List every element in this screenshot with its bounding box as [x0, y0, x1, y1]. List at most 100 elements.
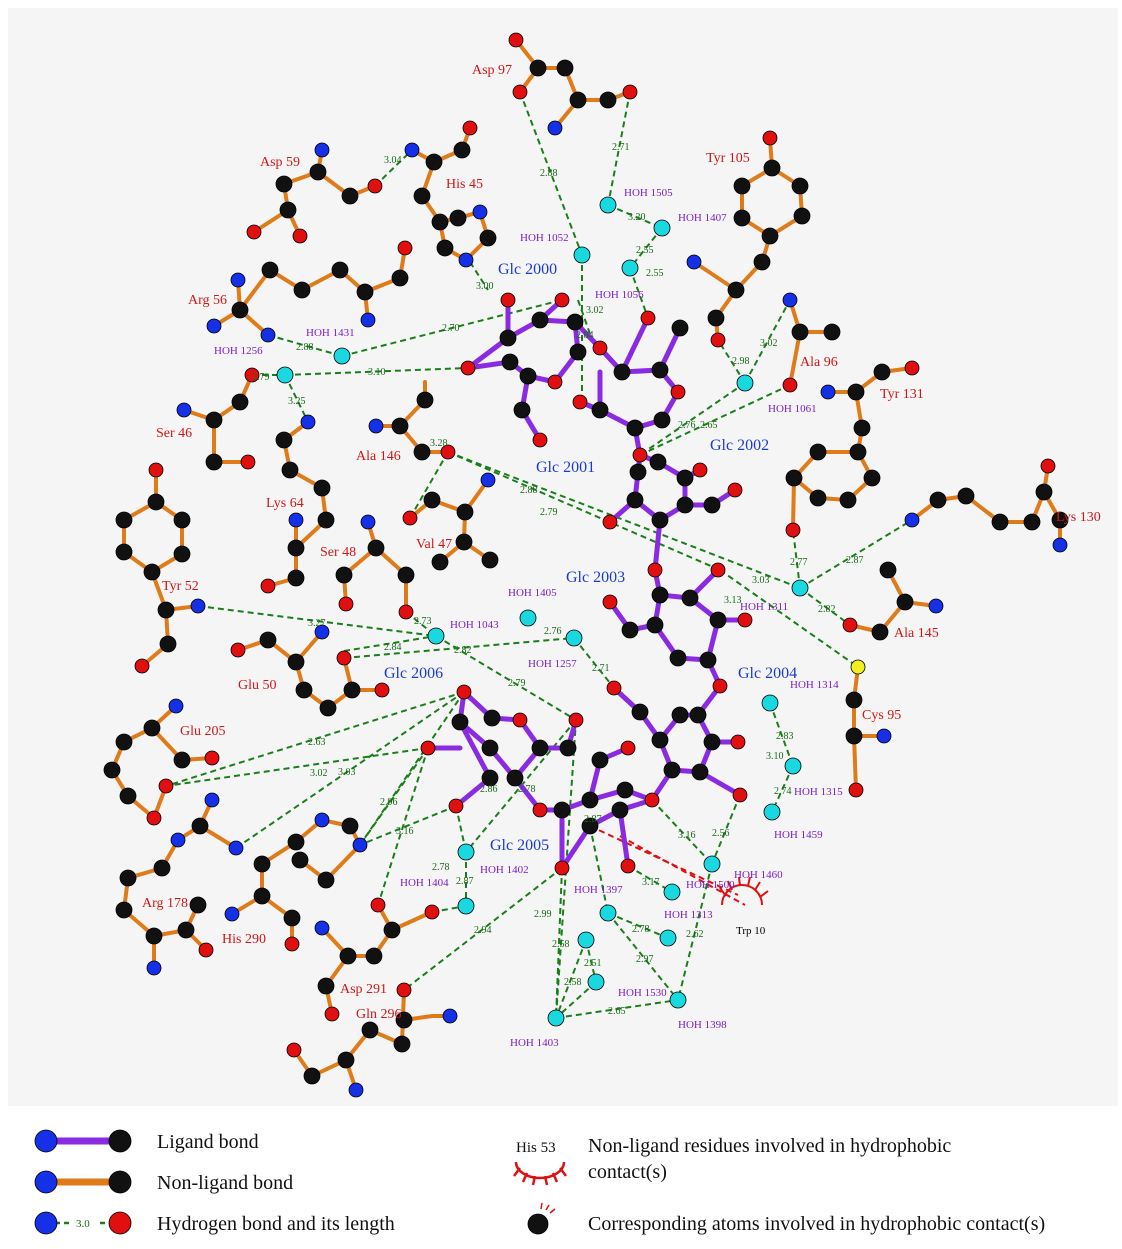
distance-label: 2.55 — [646, 268, 664, 279]
distance-label: 2.88 — [540, 168, 558, 179]
distance-label: 2.78 — [432, 862, 450, 873]
distance-label: 2.51 — [584, 958, 602, 969]
distance-label: 3.28 — [430, 438, 448, 449]
distance-label: 2.76 — [678, 420, 696, 431]
distance-label: 3.02 — [586, 305, 604, 316]
water-label: HOH 1257 — [528, 658, 577, 670]
distance-label: 2.73 — [414, 616, 432, 627]
legend-hydrophobic-atom-icon — [527, 1213, 549, 1235]
distance-label: 2.78 — [518, 784, 536, 795]
distance-label: 2.65 — [608, 1006, 626, 1017]
residue-label: Arg 56 — [188, 293, 227, 308]
residue-label: Glu 205 — [180, 724, 226, 739]
distance-label: 3.04 — [384, 155, 402, 166]
residue-label: Tyr 52 — [162, 579, 199, 594]
distance-label: 3.16 — [678, 830, 696, 841]
distance-label: 2.88 — [296, 342, 314, 353]
legend-hydrophobic-label-line1: Non-ligand residues involved in hydropho… — [588, 1135, 951, 1157]
residue-label: Lys 130 — [1056, 510, 1101, 525]
distance-label: 3.02 — [760, 338, 778, 349]
distance-label: 3.10 — [368, 367, 386, 378]
distance-label: 3.03 — [338, 767, 356, 778]
residue-label: Gln 296 — [356, 1007, 402, 1022]
distance-label: 2.98 — [732, 356, 750, 367]
residue-label: Tyr 131 — [880, 387, 924, 402]
legend-ligand-bond-label: Ligand bond — [157, 1131, 259, 1153]
distance-label: 2.70 — [442, 323, 460, 334]
legend-hbond-sample-length: 3.0 — [76, 1218, 90, 1230]
residue-label: Asp 59 — [260, 155, 300, 170]
distance-label: 2.82 — [454, 645, 472, 656]
hydrophobic-arc-trp10 — [719, 876, 769, 906]
water-label: HOH 1311 — [740, 601, 788, 613]
distance-label: 3.20 — [628, 212, 646, 223]
residue-label: Ser 46 — [156, 426, 192, 441]
residue-label: Lys 64 — [266, 496, 304, 511]
distance-label: 2.94 — [474, 925, 492, 936]
legend-oxygen-icon — [108, 1211, 132, 1235]
water-label: HOH 1505 — [624, 187, 673, 199]
distance-label: 3.00 — [476, 281, 494, 292]
legend-nitrogen-icon — [34, 1211, 58, 1235]
distance-label: 3.27 — [308, 618, 326, 629]
distance-label: 2.76 — [544, 626, 562, 637]
distance-label: 2.62 — [686, 929, 704, 940]
distance-label: 2.99 — [534, 909, 552, 920]
water-label: HOH 1043 — [450, 619, 499, 631]
ligand-label: Glc 2004 — [738, 665, 797, 682]
residue-label: Asp 291 — [340, 982, 387, 997]
distance-label: 3.17 — [642, 877, 660, 888]
distance-label: 2.83 — [776, 731, 794, 742]
water-label: HOH 1398 — [678, 1019, 727, 1031]
water-label: HOH 1403 — [510, 1037, 559, 1049]
distance-label: 2.87 — [584, 814, 602, 825]
legend-hydrophobic-atom-rays-icon — [540, 1202, 556, 1214]
distance-label: 2.87 — [846, 555, 864, 566]
water-labels: HOH 1505 HOH 1407 HOH 1052 HOH 1056 HOH … — [214, 187, 843, 1049]
distance-label: 2.58 — [564, 977, 582, 988]
distance-label: 2.84 — [384, 642, 402, 653]
legend-nitrogen-icon — [34, 1170, 58, 1194]
distance-label: 3.16 — [396, 826, 414, 837]
distance-label: 2.96 — [380, 797, 398, 808]
water-label: HOH 1314 — [790, 679, 839, 691]
distance-label: 3.03 — [752, 575, 770, 586]
ligand-label: Glc 2000 — [498, 261, 557, 278]
residue-labels: Asp 97 Asp 59 His 45 Tyr 105 Arg 56 Ala … — [142, 63, 1101, 1022]
residue-label: Cys 95 — [862, 708, 901, 723]
legend-hydrophobic-example: His 53 — [516, 1140, 556, 1156]
ligand-labels: Glc 2000 Glc 2001 Glc 2002 Glc 2003 Glc … — [384, 261, 797, 854]
distance-label: 2.55 — [636, 245, 654, 256]
residue-label: Glu 50 — [238, 678, 277, 693]
legend-carbon-icon — [108, 1170, 132, 1194]
distance-label: 2.97 — [636, 954, 654, 965]
water-label: HOH 1431 — [306, 327, 355, 339]
water-label: HOH 1397 — [574, 884, 623, 896]
legend-carbon-icon — [108, 1129, 132, 1153]
water-label: HOH 1459 — [774, 829, 823, 841]
distance-label: 3.13 — [724, 595, 742, 606]
distance-label: 2.84 — [576, 330, 594, 341]
distance-label: 2.86 — [480, 784, 498, 795]
distance-label: 2.78 — [632, 924, 650, 935]
distance-label: 2.71 — [612, 142, 630, 153]
water-label: HOH 1256 — [214, 345, 263, 357]
water-label: HOH 1405 — [508, 587, 557, 599]
residue-label: Tyr 105 — [706, 151, 750, 166]
ligand-label: Glc 2001 — [536, 459, 595, 476]
legend-hbond-label: Hydrogen bond and its length — [157, 1213, 395, 1235]
distance-label: 2.79 — [252, 372, 270, 383]
water-label: HOH 1500 — [686, 879, 735, 891]
ligand-label: Glc 2003 — [566, 569, 625, 586]
distance-labels: 2.88 2.71 3.04 3.20 2.55 2.55 3.02 3.00 … — [252, 142, 864, 1017]
distance-label: 2.77 — [790, 557, 808, 568]
ligand-label: Glc 2006 — [384, 665, 443, 682]
legend-hydrophobic-label-line2: contact(s) — [588, 1161, 667, 1183]
distance-label: 2.74 — [774, 786, 792, 797]
legend-hydrophobic-arc-icon — [513, 1161, 567, 1186]
residue-label: Val 47 — [416, 537, 452, 552]
distance-label: 3.02 — [310, 768, 328, 779]
ligand-label: Glc 2002 — [710, 437, 769, 454]
water-label: HOH 1460 — [734, 869, 783, 881]
